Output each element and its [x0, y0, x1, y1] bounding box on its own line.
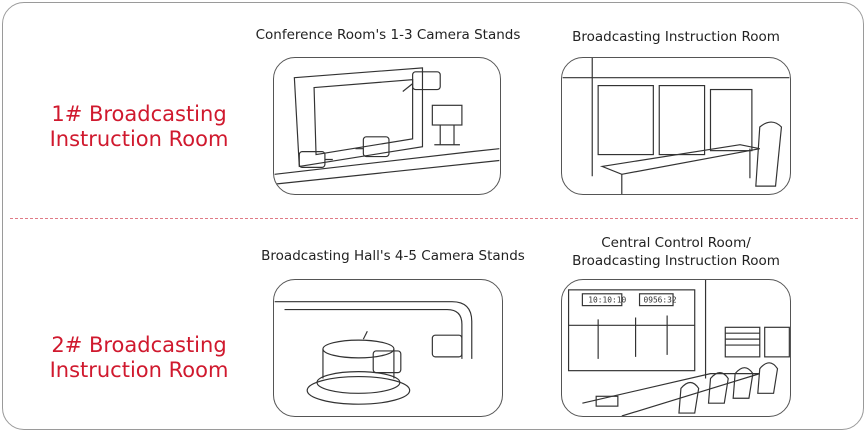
- room-1-label-line1: 1# Broadcasting: [51, 102, 227, 126]
- caption-conference-cameras: Conference Room's 1-3 Camera Stands: [255, 27, 521, 43]
- clock-1-text: 10:10:10: [588, 296, 626, 305]
- caption-central-control-line1: Central Control Room/: [601, 235, 751, 251]
- clock-2-text: 0956:32: [643, 296, 676, 305]
- room-2-label: 2# Broadcasting Instruction Room: [30, 333, 248, 383]
- room-1-label-line2: Instruction Room: [49, 127, 229, 151]
- diagram-frame: [2, 2, 864, 430]
- caption-hall-cameras: Broadcasting Hall's 4-5 Camera Stands: [261, 248, 525, 264]
- instruction-room-illustration: [561, 57, 791, 195]
- room-2-label-line2: Instruction Room: [49, 358, 229, 382]
- section-divider: [10, 218, 858, 219]
- broadcasting-hall-illustration: [273, 279, 503, 417]
- room-1-label: 1# Broadcasting Instruction Room: [30, 102, 248, 152]
- clock-1-display: [581, 293, 623, 307]
- caption-central-control: Central Control Room/ Broadcasting Instr…: [536, 234, 816, 270]
- room-2-label-line1: 2# Broadcasting: [51, 333, 227, 357]
- central-control-room-illustration: 10:10:10 0956:32: [561, 279, 791, 417]
- caption-instruction-room: Broadcasting Instruction Room: [572, 29, 780, 45]
- caption-central-control-line2: Broadcasting Instruction Room: [572, 253, 780, 269]
- clock-2-display: [638, 293, 674, 307]
- conference-room-illustration: [273, 57, 501, 195]
